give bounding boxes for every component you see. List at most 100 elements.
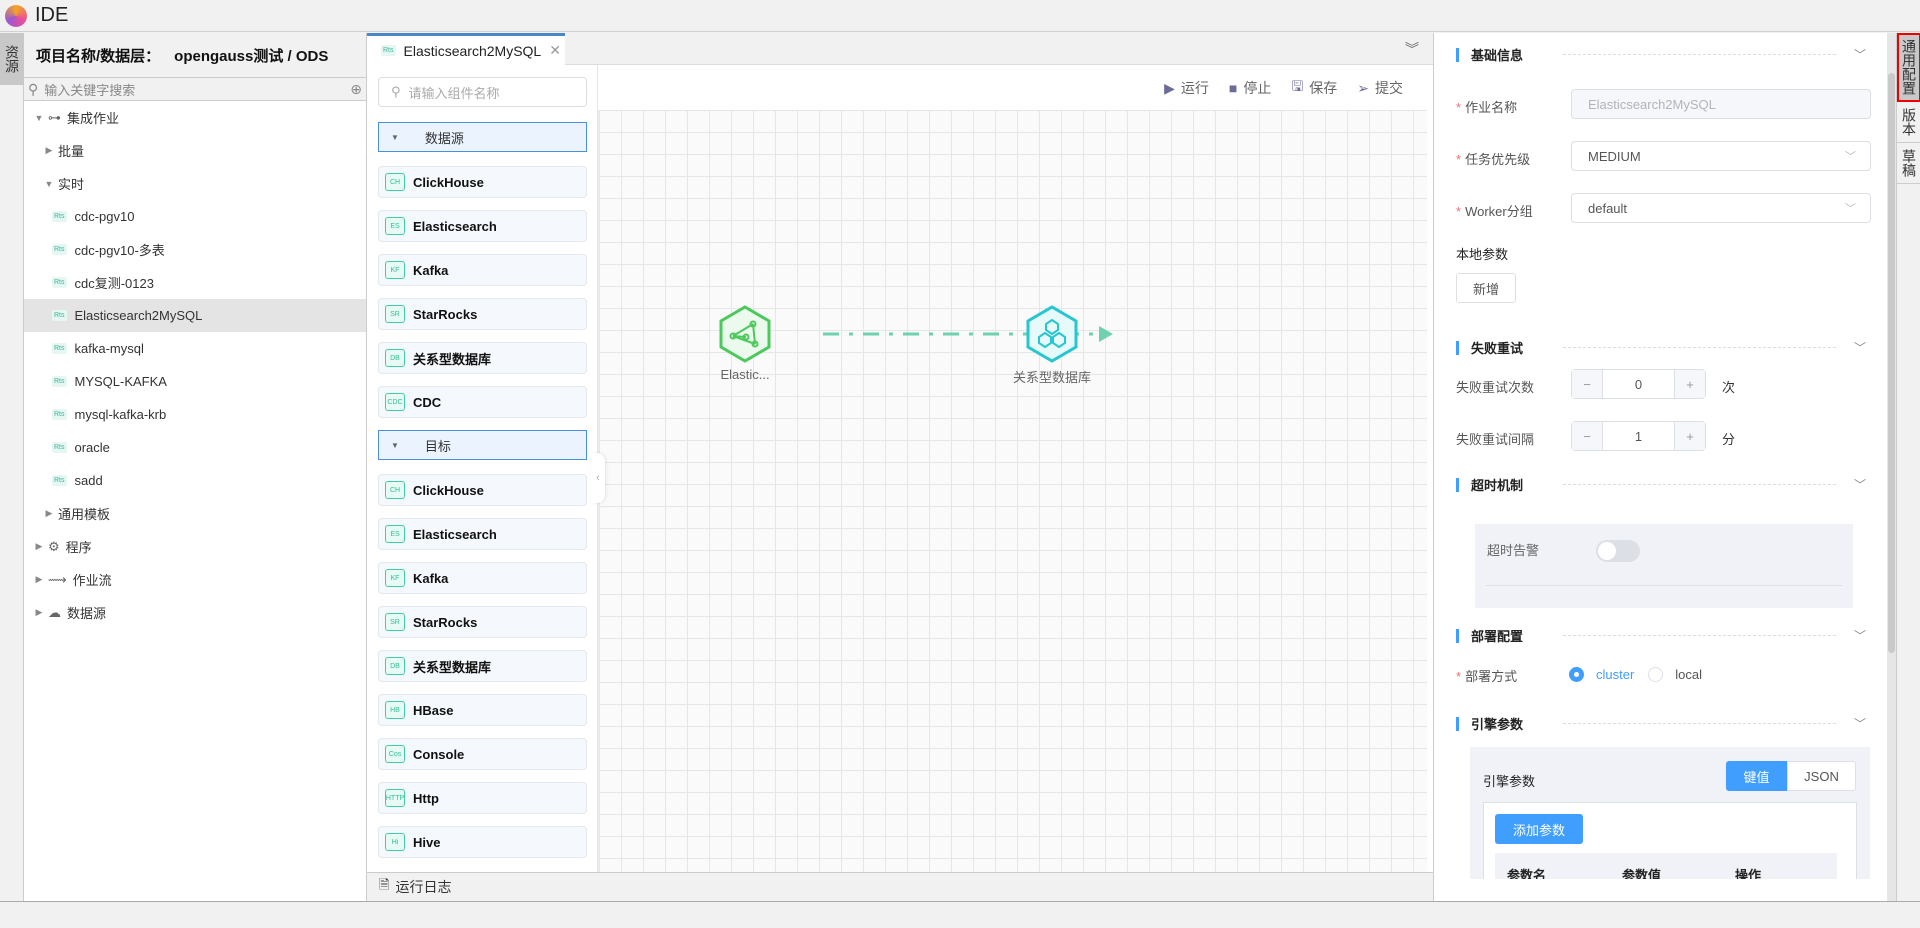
tree-search[interactable]: ⚲ 输入关键字搜索 ⊕ (24, 77, 366, 101)
chevron-double-down-icon[interactable]: ︾ (1405, 41, 1419, 57)
section-retry[interactable]: 失败重试﹀ (1456, 338, 1866, 357)
flow-canvas[interactable]: Elastic... 关系型数据库 (598, 110, 1427, 872)
section-engine[interactable]: 引擎参数﹀ (1456, 714, 1866, 733)
mode-json-button[interactable]: JSON (1787, 761, 1856, 791)
side-tab[interactable]: 草稿 (1897, 143, 1920, 184)
locate-icon[interactable]: ⊕ (350, 80, 362, 97)
retry-interval-stepper[interactable]: −1+ (1571, 421, 1706, 451)
stop-button[interactable]: ■停止 (1229, 78, 1271, 98)
tab-resources[interactable]: 资源 (0, 33, 24, 85)
chevron-down-icon[interactable]: ﹀ (1853, 48, 1866, 62)
config-scrollbar[interactable] (1887, 33, 1896, 901)
save-button[interactable]: 🖫保存 (1291, 76, 1337, 100)
tab-elasticsearch2mysql[interactable]: Rts Elasticsearch2MySQL ✕ (367, 33, 565, 65)
caret-down-icon: ▼ (391, 132, 399, 142)
plus-button[interactable]: + (1675, 370, 1705, 398)
side-tab[interactable]: 通用配置 (1897, 33, 1920, 102)
node-relational-db[interactable]: 关系型数据库 (1007, 304, 1097, 386)
run-log-bar[interactable]: 🗎 运行日志 (367, 872, 1433, 901)
retry-count-stepper[interactable]: −0+ (1571, 369, 1706, 399)
close-icon[interactable]: ✕ (549, 42, 561, 58)
chevron-down-icon[interactable]: ﹀ (1853, 478, 1866, 492)
run-button[interactable]: ▶运行 (1164, 78, 1209, 98)
tree-item[interactable]: ▶批量 (24, 134, 366, 167)
submit-button[interactable]: ➢提交 (1357, 78, 1403, 98)
caret-down-icon: ▼ (391, 440, 399, 450)
node-elasticsearch[interactable]: Elastic... (700, 304, 790, 382)
timeout-alert-label: 超时告警 (1487, 543, 1540, 558)
chevron-down-icon[interactable]: ﹀ (1853, 717, 1866, 731)
component-group[interactable]: ▼数据源 (378, 122, 587, 152)
component-search-input[interactable]: ⚲请输入组件名称 (378, 77, 587, 107)
tree-item[interactable]: ▶通用模板 (24, 497, 366, 530)
caret-right-icon[interactable]: ▶ (45, 508, 53, 518)
retry-count-value[interactable]: 0 (1602, 370, 1675, 398)
priority-select[interactable]: MEDIUM﹀ (1571, 141, 1871, 171)
timeout-alert-toggle[interactable] (1596, 540, 1640, 562)
chevron-down-icon[interactable]: ﹀ (1853, 629, 1866, 643)
radio-local-label[interactable]: local (1675, 667, 1703, 682)
radio-cluster[interactable] (1569, 667, 1584, 682)
caret-right-icon[interactable]: ▶ (35, 607, 43, 617)
add-param-button[interactable]: 添加参数 (1495, 814, 1583, 844)
retry-interval-value[interactable]: 1 (1602, 422, 1675, 450)
radio-local[interactable] (1648, 667, 1664, 682)
caret-down-icon[interactable]: ▼ (44, 178, 54, 189)
app-title: IDE (35, 4, 69, 26)
radio-cluster-label[interactable]: cluster (1596, 667, 1635, 682)
plus-button[interactable]: + (1675, 422, 1705, 450)
caret-down-icon[interactable]: ▼ (34, 112, 44, 123)
tree-search-input[interactable]: 输入关键字搜索 (44, 82, 136, 98)
title-bar: IDE (0, 0, 1920, 32)
component-label: 关系型数据库 (413, 659, 492, 675)
send-icon: ➢ (1357, 79, 1369, 96)
collapse-panel-button[interactable]: ‹ (591, 453, 605, 503)
chevron-down-icon[interactable]: ﹀ (1853, 341, 1866, 355)
caret-right-icon[interactable]: ▶ (35, 541, 43, 551)
add-local-param-button[interactable]: 新增 (1456, 273, 1516, 303)
side-tab[interactable]: 版本 (1897, 102, 1920, 143)
tree-item[interactable]: ▶⚙程序 (24, 530, 366, 563)
tree-item[interactable]: ▶⟿作业流 (24, 563, 366, 596)
job-name-input[interactable]: Elasticsearch2MySQL (1571, 89, 1871, 119)
tree-item[interactable]: ▼实时 (24, 167, 366, 200)
section-timeout[interactable]: 超时机制﹀ (1456, 475, 1866, 494)
minus-button[interactable]: − (1572, 422, 1602, 450)
rts-badge: Rts (52, 277, 67, 288)
edge-layer (823, 326, 1113, 342)
section-basic-info[interactable]: 基础信息﹀ (1456, 45, 1866, 64)
caret-right-icon[interactable]: ▶ (35, 574, 43, 584)
tree-item[interactable]: ▼⊶集成作业 (24, 101, 366, 134)
tree-item[interactable]: ▶☁数据源 (24, 596, 366, 629)
section-deploy[interactable]: 部署配置﹀ (1456, 626, 1866, 645)
minus-button[interactable]: − (1572, 370, 1602, 398)
mode-kv-button[interactable]: 键值 (1726, 761, 1787, 791)
worker-group-select[interactable]: default﹀ (1571, 193, 1871, 223)
component-group[interactable]: ▼目标 (378, 430, 587, 460)
caret-right-icon[interactable]: ▶ (45, 145, 53, 155)
